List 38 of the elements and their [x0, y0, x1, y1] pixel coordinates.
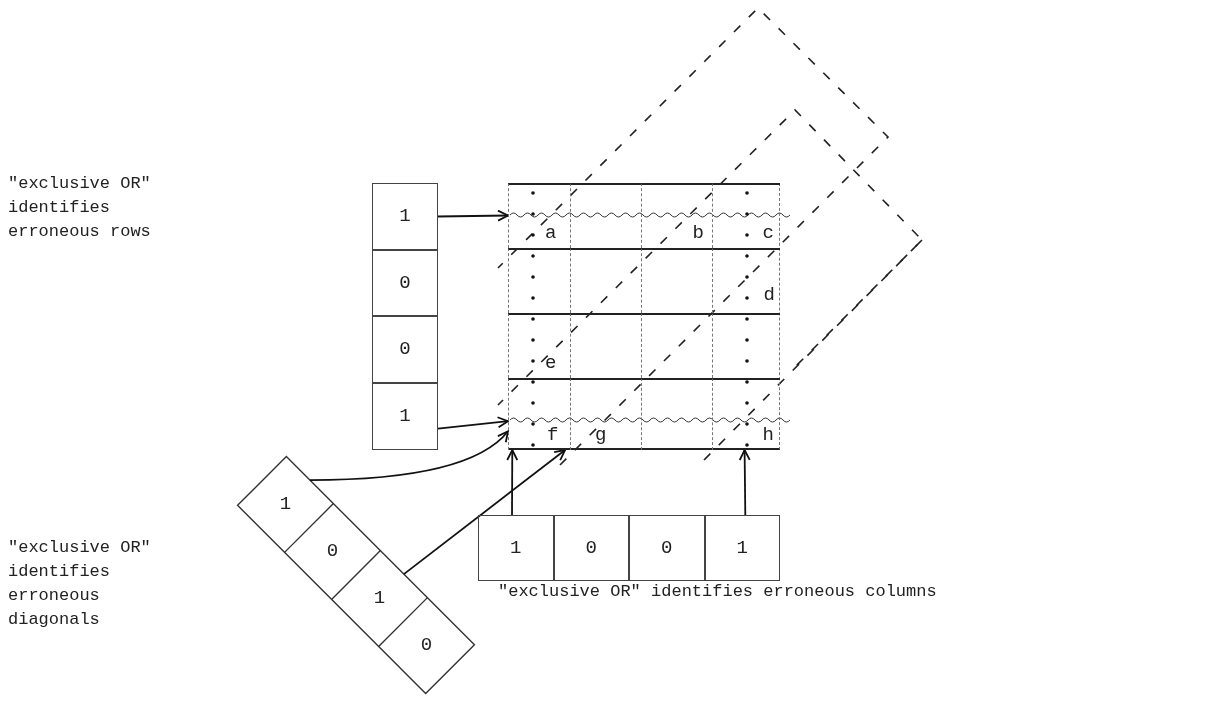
- arrow: [309, 430, 509, 481]
- grid-cell: d: [712, 248, 780, 313]
- grid-cell: [570, 313, 641, 378]
- parity-bit-cell: 1: [372, 183, 438, 250]
- arrow: [437, 209, 509, 222]
- parity-bit-cell: 0: [553, 515, 629, 581]
- grid-cell: [641, 248, 712, 313]
- parity-bit: 1: [263, 482, 308, 527]
- grid-cell: h: [712, 378, 780, 450]
- grid-cell: a: [508, 183, 570, 248]
- caption-text: "exclusive OR" identifies erroneous rows: [8, 173, 152, 243]
- parity-grid: [508, 183, 780, 450]
- arrow: [506, 449, 519, 516]
- arrow: [738, 449, 751, 516]
- parity-bit-cell: 1: [478, 515, 554, 581]
- grid-cell: [570, 183, 641, 248]
- arrow: [437, 416, 509, 430]
- parity-bit-cell: 1: [704, 515, 780, 581]
- grid-cell: b: [641, 183, 712, 248]
- grid-cell: c: [712, 183, 780, 248]
- caption-text: "exclusive OR" identifies erroneous diagonals: [8, 537, 152, 631]
- grid-cell: e: [508, 313, 570, 378]
- grid-cell: [641, 378, 712, 450]
- parity-bit: 0: [310, 529, 355, 574]
- caption-text: "exclusive OR" identifies erroneous columns: [498, 581, 938, 603]
- parity-bit: 0: [404, 623, 449, 668]
- grid-cell: f: [508, 378, 570, 450]
- grid-cell: [508, 248, 570, 313]
- grid-cell: [712, 313, 780, 378]
- parity-bit-cell: 0: [372, 250, 438, 316]
- grid-cell: [570, 248, 641, 313]
- grid-cell: [641, 313, 712, 378]
- parity-bit-cell: 1: [372, 383, 438, 450]
- arrow: [403, 449, 566, 575]
- parity-bit: 1: [357, 576, 402, 621]
- grid-cell: g: [570, 378, 641, 450]
- parity-bit-cell: 0: [629, 515, 705, 581]
- parity-bit-cell: 0: [372, 316, 438, 383]
